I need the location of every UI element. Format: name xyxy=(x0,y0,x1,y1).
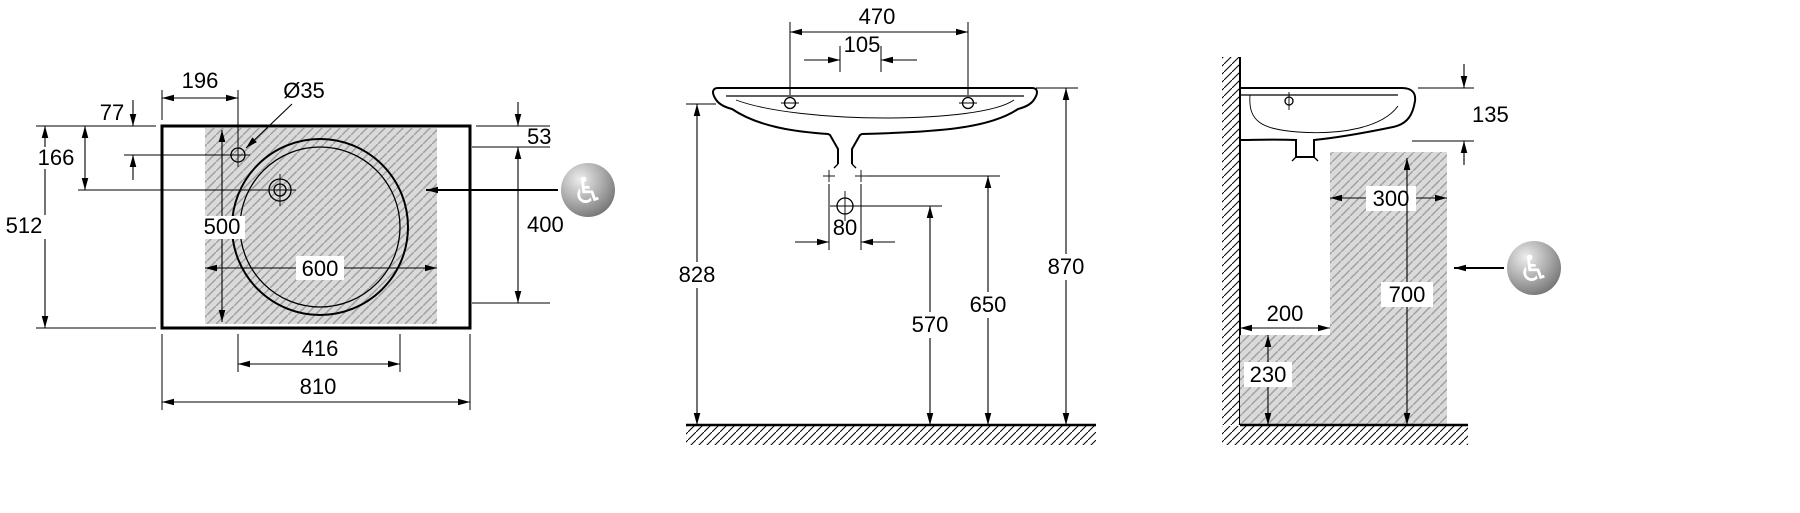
dim-plan-512: 512 xyxy=(6,213,43,238)
ground-side xyxy=(1222,423,1468,445)
dim-front-105: 105 xyxy=(844,32,881,57)
dim-470-lines xyxy=(789,22,969,95)
dim-plan-hole-diameter: Ø35 xyxy=(283,78,325,103)
dim-label-bg xyxy=(296,256,344,280)
dim-plan-416: 416 xyxy=(302,336,339,361)
dim-hole-leader xyxy=(245,103,293,149)
wheelchair-icon-sphere xyxy=(561,163,615,217)
dim-105-lines xyxy=(804,46,917,72)
dim-77-lines xyxy=(124,100,229,180)
dim-plan-53: 53 xyxy=(527,124,551,149)
dim-80-lines xyxy=(795,184,895,250)
dim-416-lines xyxy=(237,334,401,372)
wheelchair-icon-sphere xyxy=(1507,241,1561,295)
side-elevation: 135 300 700 200 230 ♿ xyxy=(1222,57,1561,445)
wall-section xyxy=(1222,57,1241,425)
dim-196-lines xyxy=(161,90,239,146)
tap-hole-right xyxy=(959,96,977,110)
overflow-hole-mark xyxy=(1284,92,1294,110)
front-elevation: 470 105 80 828 570 xyxy=(671,4,1096,445)
dim-166-lines xyxy=(78,126,265,191)
dim-label-bg xyxy=(1040,254,1092,280)
accessibility-pointer-side: ♿ xyxy=(1454,241,1561,295)
dim-135-lines xyxy=(1412,64,1474,165)
dim-label-bg xyxy=(33,147,79,169)
dim-side-200: 200 xyxy=(1267,301,1304,326)
dim-plan-166: 166 xyxy=(38,145,75,170)
dim-label-bg xyxy=(671,262,723,288)
fixing-bolt-marks xyxy=(823,170,867,182)
dim-plan-77: 77 xyxy=(100,100,124,125)
dim-plan-810: 810 xyxy=(300,374,337,399)
basin-outline-plan xyxy=(160,124,472,330)
dim-plan-400: 400 xyxy=(527,212,564,237)
dim-label-bg xyxy=(904,312,956,338)
dim-label-bg xyxy=(1244,362,1292,387)
basin-profile-side xyxy=(1239,87,1417,162)
dim-side-135: 135 xyxy=(1472,102,1509,127)
dim-front-80: 80 xyxy=(833,215,857,240)
dim-front-470: 470 xyxy=(859,4,896,29)
dim-label-bg xyxy=(2,215,46,239)
wheelchair-icon: ♿ xyxy=(572,170,604,211)
dim-810-lines xyxy=(161,334,471,410)
dim-plan-500: 500 xyxy=(204,214,241,239)
dim-label-bg xyxy=(199,216,245,239)
clearance-zone-upper xyxy=(1330,152,1447,335)
faucet-hole-mark xyxy=(226,143,250,167)
dim-plan-196: 196 xyxy=(182,68,219,93)
dim-side-700: 700 xyxy=(1389,282,1426,307)
dim-53-400-lines xyxy=(472,102,550,304)
tap-hole-left xyxy=(781,96,799,110)
basin-profile-front xyxy=(712,87,1038,169)
dim-front-650: 650 xyxy=(970,292,1007,317)
accessibility-pointer-plan: ♿ xyxy=(426,163,615,217)
dim-front-870: 870 xyxy=(1048,254,1085,279)
dim-side-230: 230 xyxy=(1250,362,1287,387)
dim-plan-600: 600 xyxy=(302,256,339,281)
plan-view: 196 Ø35 512 166 77 500 xyxy=(2,68,615,410)
drain-outlet-mark xyxy=(830,191,860,221)
dim-front-570: 570 xyxy=(912,312,949,337)
secondary-hole-mark xyxy=(264,174,296,206)
dim-label-bg xyxy=(1381,282,1433,307)
dim-label-bg xyxy=(962,292,1014,318)
ground-front xyxy=(686,423,1096,445)
wheelchair-icon: ♿ xyxy=(1518,248,1550,289)
dim-front-828: 828 xyxy=(679,262,716,287)
dim-side-300: 300 xyxy=(1373,186,1410,211)
